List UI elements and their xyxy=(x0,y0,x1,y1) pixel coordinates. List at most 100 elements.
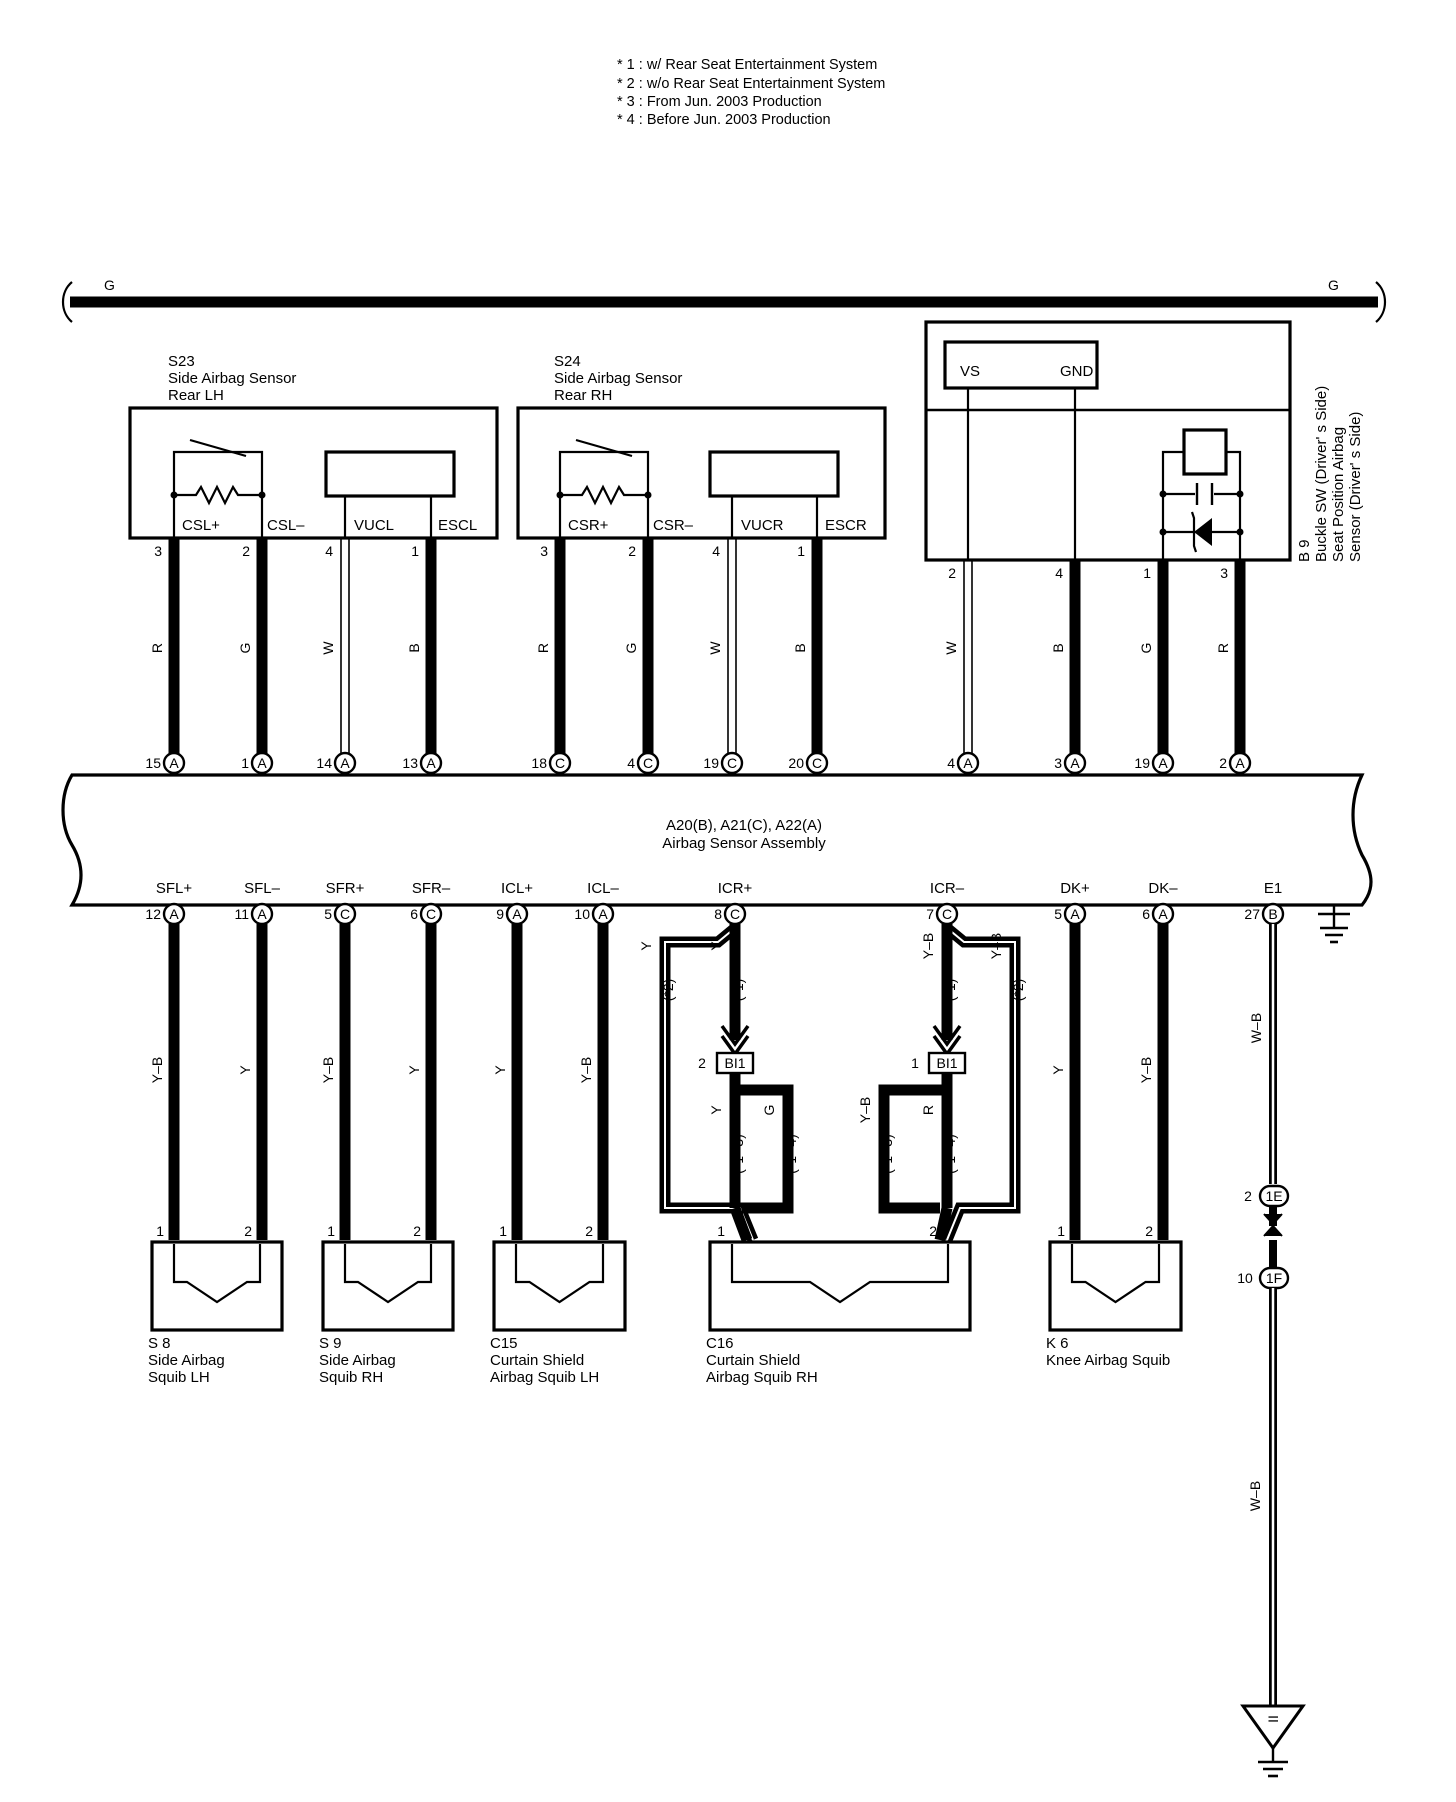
bottom-wire-2-terminal: SFR+ xyxy=(326,880,365,897)
top-wire-10-conn-letter: A xyxy=(1158,755,1168,771)
icr-label-left_a: Y(*1 *3) xyxy=(708,1105,746,1174)
bottom-wire-9-conn-letter: A xyxy=(1158,906,1168,922)
bus-label-right: G xyxy=(1328,277,1339,293)
bottom-wire-3-connector xyxy=(419,902,443,926)
bottom-wire-2-color: Y–B xyxy=(320,1057,336,1083)
sensor-s24-switch-frame xyxy=(558,450,650,495)
sensor-s24-name1: Side Airbag Sensor xyxy=(554,370,682,387)
squib-0-code: S 8 xyxy=(148,1335,171,1352)
buckle-name1: Buckle SW (Driver' s Side) xyxy=(1313,386,1330,562)
bus-label-left: G xyxy=(104,277,115,293)
bottom-wire-10-color: W–B xyxy=(1248,1013,1264,1043)
bottom-wire-9-color: Y–B xyxy=(1138,1057,1154,1083)
icr-minus-arrow-1 xyxy=(932,1024,962,1047)
sensor-s24: S24 Side Airbag Sensor Rear RH CSR+ CSR–… xyxy=(516,353,887,540)
buckle-sensor-element xyxy=(1182,428,1228,476)
buckle-zener-bar xyxy=(1190,511,1198,553)
ground-symbol-ii-icon xyxy=(1240,1704,1306,1751)
squib-3-code: C16 xyxy=(706,1335,734,1352)
sensor-s23-switch-frame xyxy=(172,450,264,495)
top-wire-0-pin-top: 3 xyxy=(154,543,162,559)
bottom-wire-10-conn-letter: B xyxy=(1268,906,1277,922)
squib-1-element xyxy=(343,1244,433,1304)
bi1-left-label: BI1 xyxy=(724,1055,745,1071)
bottom-wire-2-connector xyxy=(333,902,357,926)
bottom-wires: SFL+A12Y–B1SFL–A11Y2SFR+C5Y–B1SFR–C6Y2IC… xyxy=(145,880,1285,1240)
bottom-wire-3-conn-letter: C xyxy=(426,906,436,922)
icr-label-minus_direct-note: (*1) xyxy=(942,979,958,1002)
top-wire-0-connector xyxy=(162,751,186,775)
squib-1-name2: Squib RH xyxy=(319,1369,383,1386)
top-wire-0-conn-letter: A xyxy=(169,755,179,771)
squib-3-name1: Curtain Shield xyxy=(706,1352,800,1369)
squib-3-name2: Airbag Squib RH xyxy=(706,1369,818,1386)
e1-link-arrow-2 xyxy=(1263,1224,1283,1237)
bottom-wire-8-color: Y xyxy=(1050,1065,1066,1075)
icr-label-plus_bypass-color: Y xyxy=(638,941,654,951)
top-wire-4-color: R xyxy=(535,643,551,653)
buckle-name2: Seat Position Airbag xyxy=(1330,427,1347,562)
top-wire-7-pin: 20 xyxy=(788,755,804,771)
icr-label-right_a-color: Y–B xyxy=(857,1097,873,1123)
bottom-wire-5-conn-letter: A xyxy=(598,906,608,922)
ground-chain-e1: 1E 2 1F 10 W–B II xyxy=(1237,924,1306,1778)
bottom-wire-1-conn-letter: A xyxy=(257,906,267,922)
bi1-left-pin: 2 xyxy=(698,1055,706,1071)
bottom-wire-8-connector xyxy=(1063,902,1087,926)
icr-minus-bypass-wire xyxy=(941,923,1021,1243)
bottom-wire-9-pin-bottom: 2 xyxy=(1145,1223,1153,1239)
bottom-wire-4-color: Y xyxy=(492,1065,508,1075)
top-wire-4-pin-top: 3 xyxy=(540,543,548,559)
top-wire-2-pin-top: 4 xyxy=(325,543,333,559)
assembly-name-line1: A20(B), A21(C), A22(A) xyxy=(666,817,822,834)
squib-2-box xyxy=(492,1240,627,1332)
bottom-wire-5-pin-bottom: 2 xyxy=(585,1223,593,1239)
sensor-s23-pin-label-1: CSL+ xyxy=(182,517,220,534)
bottom-wire-6-terminal: ICR+ xyxy=(718,880,753,897)
bottom-wire-7-conn-letter: C xyxy=(942,906,952,922)
bottom-wire-0-terminal: SFL+ xyxy=(156,880,193,897)
top-wire-9-color: B xyxy=(1050,643,1066,652)
buckle-name3: Sensor (Driver' s Side) xyxy=(1347,412,1364,562)
top-wire-5-connector xyxy=(636,751,660,775)
bottom-wire-3-color: Y xyxy=(406,1065,422,1075)
bottom-wire-8-pin-bottom: 1 xyxy=(1057,1223,1065,1239)
icr-label-right_b-note: (*1 *4) xyxy=(942,1134,958,1174)
bottom-wire-3-pin: 6 xyxy=(410,906,418,922)
sensor-s24-pin-label-4: ESCR xyxy=(825,517,867,534)
bottom-wire-8-conn-letter: A xyxy=(1070,906,1080,922)
top-wire-7-color: B xyxy=(792,643,808,652)
squib-0-name1: Side Airbag xyxy=(148,1352,225,1369)
bottom-wire-8-pin: 5 xyxy=(1054,906,1062,922)
bottom-wire-9-connector xyxy=(1151,902,1175,926)
top-wire-3-connector xyxy=(419,751,443,775)
top-wire-3-conn-letter: A xyxy=(426,755,436,771)
icr-label-left_b-color: G xyxy=(761,1105,777,1116)
sensor-s23-resistor xyxy=(174,484,262,506)
ground-bus-g: G G xyxy=(61,277,1387,323)
bottom-wire-2-conn-letter: C xyxy=(340,906,350,922)
bi1-right-pin: 1 xyxy=(911,1055,919,1071)
connector-1e-label: 1E xyxy=(1265,1188,1282,1204)
bottom-wire-0-pin: 12 xyxy=(145,906,161,922)
buckle-gnd-label: GND xyxy=(1060,363,1094,380)
icr-label-left_b-note: (*1 *4) xyxy=(783,1134,799,1174)
e1-wire-color-lower: W–B xyxy=(1247,1481,1263,1511)
footnote-2: * 2 : w/o Rear Seat Entertainment System xyxy=(617,76,885,92)
squib-1-name1: Side Airbag xyxy=(319,1352,396,1369)
squib-2-name1: Curtain Shield xyxy=(490,1352,584,1369)
squib-3-box xyxy=(708,1240,972,1332)
top-wire-5-conn-letter: C xyxy=(643,755,653,771)
connector-1e-pin: 2 xyxy=(1244,1188,1252,1204)
top-wire-0-pin: 15 xyxy=(145,755,161,771)
icr-label-right_a-note: (*1 *3) xyxy=(879,1134,895,1174)
icr-routing: BI1 2 BI1 1 Y(*2)Y(*1)Y–B(*1)Y–B(*2)Y(*1… xyxy=(638,923,1026,1243)
top-wire-1-conn-letter: A xyxy=(257,755,267,771)
sensor-s24-box xyxy=(516,406,887,540)
bottom-wire-6-pin: 8 xyxy=(714,906,722,922)
squib-2-name2: Airbag Squib LH xyxy=(490,1369,599,1386)
